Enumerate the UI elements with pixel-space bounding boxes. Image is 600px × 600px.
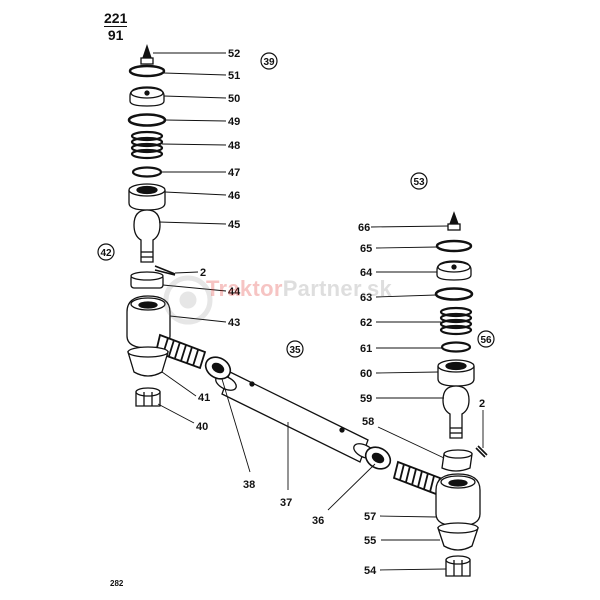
label-36: 36: [312, 515, 324, 527]
label-58: 58: [362, 416, 374, 428]
group-callout-53: [410, 172, 428, 190]
part-47-o-ring: [131, 166, 163, 178]
part-48-spring: [130, 130, 164, 160]
part-57-housing: [435, 473, 481, 527]
label-65: 65: [360, 243, 372, 255]
group-label-56: 56: [480, 335, 492, 346]
page-number: 282: [110, 579, 124, 588]
label-38: 38: [243, 479, 255, 491]
label-51: 51: [228, 70, 240, 82]
label-41: 41: [198, 392, 210, 404]
label-63: 63: [360, 292, 372, 304]
label-44: 44: [228, 286, 241, 298]
label-40: 40: [196, 421, 208, 433]
label-2-left: 2: [200, 267, 206, 279]
label-59: 59: [360, 393, 372, 405]
part-60-bearing-cup: [437, 359, 475, 387]
drawing-reference: 221 91: [104, 10, 128, 43]
part-66-grease-nipple: [447, 211, 461, 231]
part-58-seat: [441, 449, 473, 472]
part-2-split-pin-right: [475, 445, 488, 458]
left-tie-rod-end-assembly: [126, 43, 207, 407]
part-61-o-ring: [440, 341, 472, 353]
part-54-castle-nut: [445, 555, 471, 577]
left-threaded-shank: [154, 333, 207, 370]
group-callout-42: [97, 243, 115, 261]
reference-numerator: 221: [104, 10, 128, 26]
group-label-35: 35: [289, 345, 301, 356]
group-callout-39: [260, 52, 278, 70]
part-55-lower-body: [437, 522, 479, 551]
label-60: 60: [360, 368, 372, 380]
label-55: 55: [364, 535, 376, 547]
part-38-lock-nut: [204, 356, 232, 380]
label-47: 47: [228, 167, 240, 179]
part-62-spring: [439, 306, 473, 336]
group-label-42: 42: [100, 248, 112, 259]
watermark-part1: Traktor: [206, 276, 283, 301]
part-51-circlip: [128, 64, 166, 78]
part-40-castle-nut: [135, 387, 161, 407]
group-label-53: 53: [413, 177, 425, 188]
label-64: 64: [360, 267, 373, 279]
part-64-cap: [436, 260, 472, 281]
part-59-ball-stud: [442, 385, 470, 439]
label-2-right: 2: [479, 398, 485, 410]
label-43: 43: [228, 317, 240, 329]
group-callout-texts: 39 53 42 35 56: [100, 57, 492, 356]
part-37-tie-rod: [215, 371, 375, 463]
label-54: 54: [364, 565, 377, 577]
label-49: 49: [228, 116, 240, 128]
label-61: 61: [360, 343, 372, 355]
part-2-split-pin-left: [154, 265, 176, 276]
group-label-39: 39: [263, 57, 275, 68]
watermark-part2: Partner.sk: [282, 276, 393, 301]
part-36-lock-nut: [364, 446, 392, 470]
part-46-bearing-cup: [128, 183, 166, 211]
part-49-ring: [127, 113, 167, 127]
part-63-ring: [434, 287, 474, 301]
label-52: 52: [228, 48, 240, 60]
label-50: 50: [228, 93, 240, 105]
leader-lines: [153, 52, 484, 571]
part-50-cap: [129, 86, 165, 107]
part-65-circlip: [435, 239, 473, 253]
label-48: 48: [228, 140, 240, 152]
part-45-ball-stud: [133, 209, 161, 263]
label-46: 46: [228, 190, 240, 202]
label-62: 62: [360, 317, 372, 329]
right-tie-rod-end-assembly: [392, 211, 488, 577]
part-41-lower-body: [127, 346, 169, 377]
group-callout-56: [477, 330, 495, 348]
part-52-grease-nipple: [140, 43, 154, 65]
watermark: TraktorPartner.sk: [206, 276, 392, 302]
label-66: 66: [358, 222, 370, 234]
part-44-seat: [130, 271, 164, 289]
label-45: 45: [228, 219, 240, 231]
reference-denominator: 91: [104, 26, 128, 43]
watermark-gear-icon: [163, 275, 213, 325]
group-callout-35: [286, 340, 304, 358]
label-57: 57: [364, 511, 376, 523]
part-number-labels: 52 51 50 49 48 47 46 45 2 44 43 41 40 66…: [196, 48, 485, 577]
right-threaded-shank: [392, 460, 442, 496]
group-callouts: [97, 52, 495, 358]
label-37: 37: [280, 497, 292, 509]
